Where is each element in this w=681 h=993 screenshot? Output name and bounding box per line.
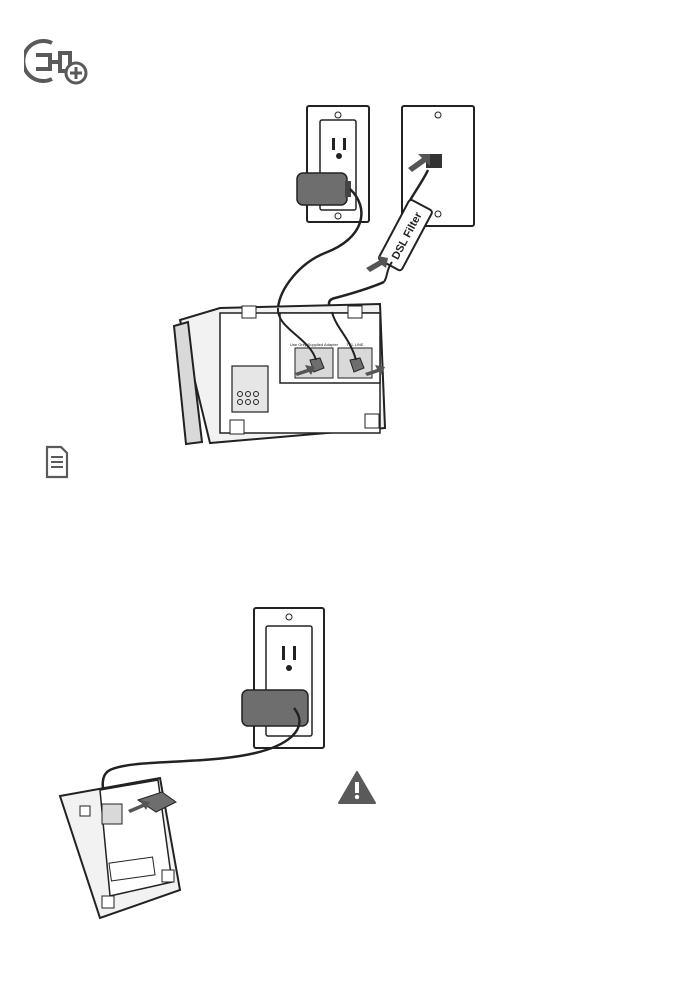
note-icon	[44, 445, 70, 479]
base-connection-illustration: DSL Filter Use Only Supplied Adapter TEL…	[160, 98, 560, 458]
warning-icon	[337, 770, 377, 806]
plug-add-icon	[24, 39, 90, 85]
power-adapter-illustration	[40, 600, 340, 920]
jack-label-power: Use Only Supplied Adapter	[290, 342, 339, 347]
